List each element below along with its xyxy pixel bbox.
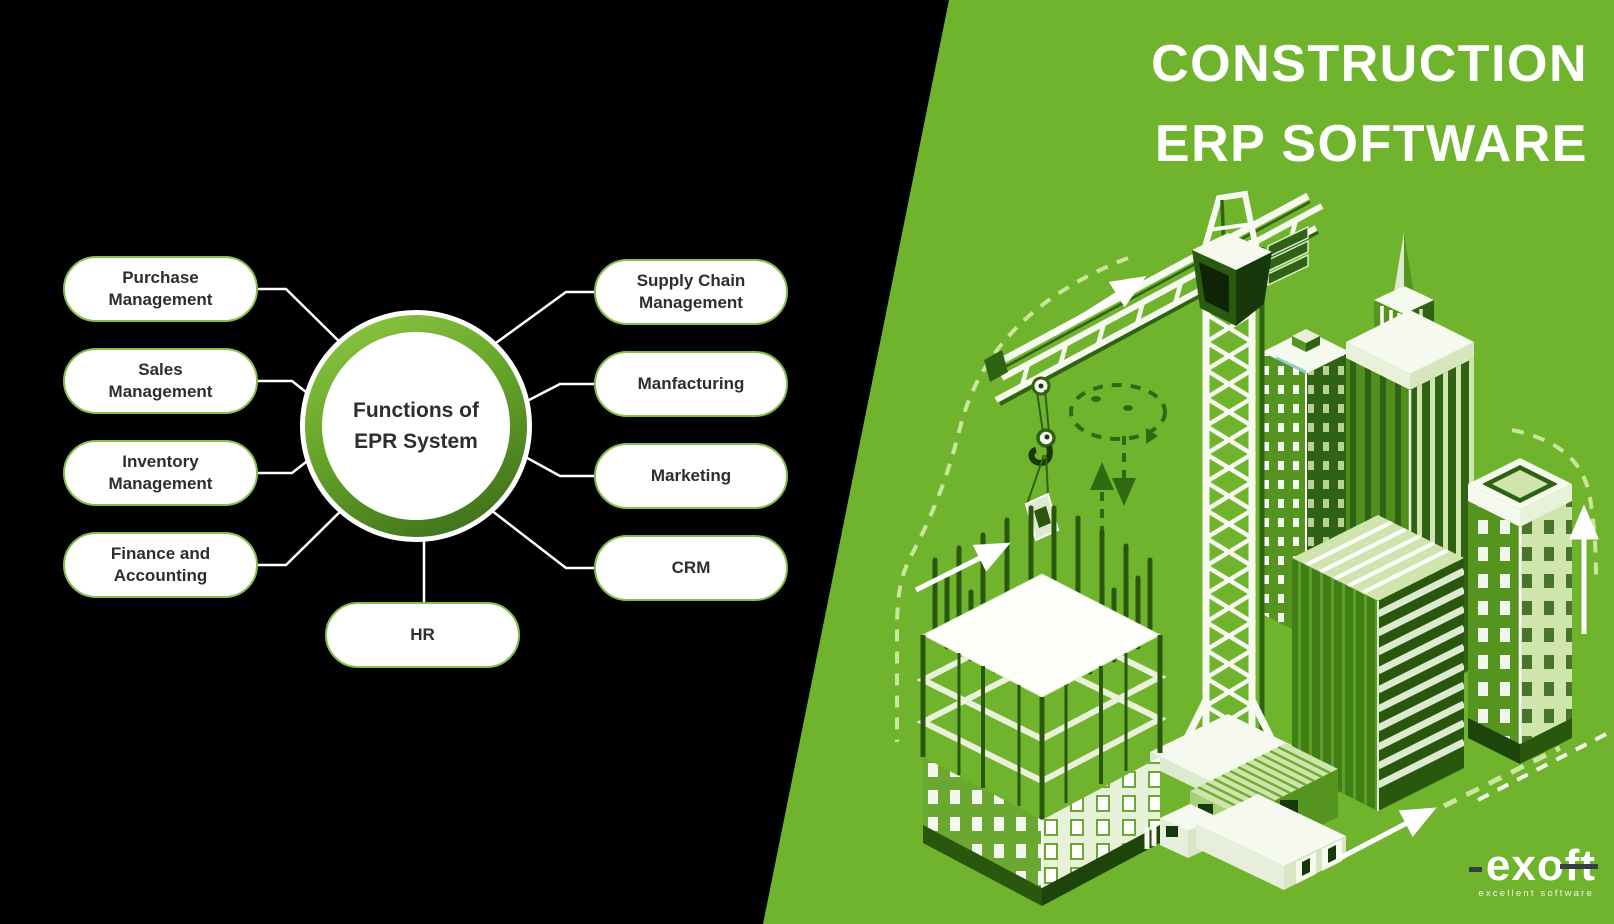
banner-title-line-2: ERP SOFTWARE <box>1154 115 1588 173</box>
exoft-logo: exoft excellent software <box>1468 842 1598 899</box>
diagram-box-supply-chain-management: Supply Chain Management <box>594 259 788 325</box>
diagram-box-inventory-management: Inventory Management <box>63 440 258 506</box>
exoft-tagline: excellent software <box>1478 888 1594 899</box>
box-label: Supply Chain Management <box>636 271 746 312</box>
diagram-center-ring: Functions of EPR System <box>300 310 532 542</box>
box-label: Finance and Accounting <box>110 544 211 585</box>
banner-title: CONSTRUCTION ERP SOFTWARE <box>1151 24 1588 184</box>
banner-title-line-1: CONSTRUCTION <box>1151 35 1588 93</box>
diagram-box-purchase-management: Purchase Management <box>63 256 258 322</box>
logo-dash-accent <box>1468 867 1482 872</box>
box-label: Marketing <box>650 466 732 485</box>
box-label: Inventory Management <box>108 452 213 493</box>
diagram-box-crm: CRM <box>594 535 788 601</box>
box-label: HR <box>410 625 435 644</box>
diagram-box-hr: HR <box>325 602 520 668</box>
center-line-2: EPR System <box>354 430 478 453</box>
exoft-wordmark: exoft <box>1468 842 1598 890</box>
box-label: CRM <box>671 558 711 577</box>
center-line-1: Functions of <box>353 399 479 422</box>
diagram-center-label: Functions of EPR System <box>322 332 510 520</box>
diagram-box-marketing: Marketing <box>594 443 788 509</box>
diagram-box-sales-management: Sales Management <box>63 348 258 414</box>
box-label: Purchase Management <box>108 268 213 309</box>
diagram-box-finance-accounting: Finance and Accounting <box>63 532 258 598</box>
logo-bar-accent <box>1560 864 1598 869</box>
box-label: Sales Management <box>108 360 213 401</box>
box-label: Manfacturing <box>637 374 745 393</box>
diagram-box-manufacturing: Manfacturing <box>594 351 788 417</box>
